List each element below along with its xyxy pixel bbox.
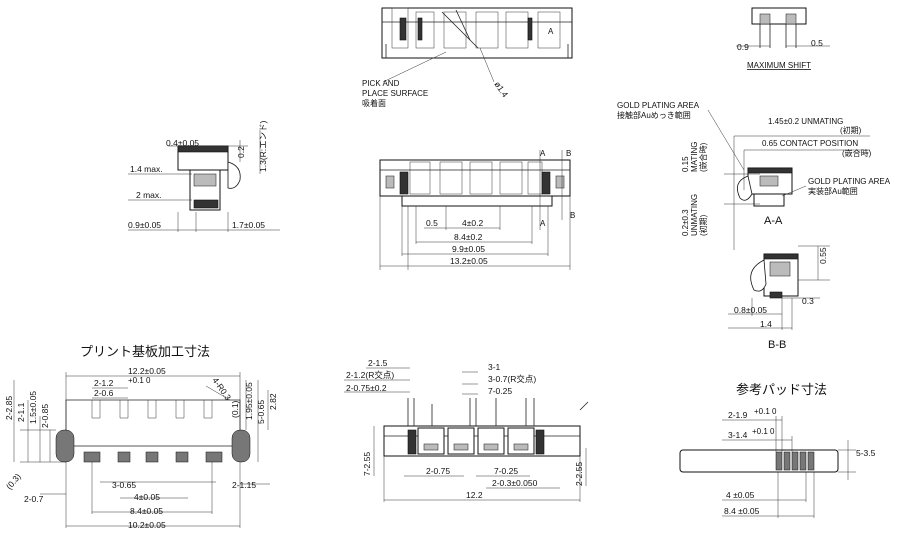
pad-d2: 3-1.4	[728, 430, 748, 440]
aa-gold-1: GOLD PLATING AREA	[617, 101, 700, 110]
front-d5: 13.2±0.05	[450, 256, 488, 266]
pad-title: 参考パッド寸法	[736, 382, 827, 397]
plug-b1: 2-0.75	[426, 466, 450, 476]
front-view: A B A B 0.5 4±0.2 8.4±0.2 9.9±0.05 13.2±…	[379, 149, 575, 270]
aa-gold-1-jp: 接触部Auめっき範囲	[617, 110, 691, 120]
bb-d14: 1.4	[760, 319, 772, 329]
front-d1: 0.5	[426, 218, 438, 228]
pick-label-2: PLACE SURFACE	[362, 89, 428, 98]
front-mark-b2: B	[570, 211, 575, 220]
front-d3: 8.4±0.2	[454, 232, 483, 242]
mark-a-top: A	[548, 27, 554, 36]
aa-unmating-jp: (初期)	[840, 125, 862, 135]
pcb-d-282: 2.82	[268, 393, 278, 410]
plug-b2: 7-0.25	[494, 466, 518, 476]
pcb-d-2-115: 2-1.15	[232, 480, 256, 490]
plug-r1: 2-2.55	[574, 462, 584, 486]
aa-left-top-jp: (嵌合時)	[698, 142, 708, 172]
plug-l1: 7-2.55	[362, 452, 372, 476]
bb-d03: 0.3	[802, 296, 814, 306]
pad-reference: 参考パッド寸法 2-1.9 +0.1 0 3-1.4 +0.1 0	[679, 382, 876, 518]
pcb-d-03: (0.3)	[4, 471, 23, 491]
pcb-left-15: 1.5±0.05	[28, 391, 38, 424]
plug-t2: 2-1.2(R交点)	[346, 370, 394, 380]
side-view: 0.4±0.05 0.2 1.3(R:エンド) 1.4 max. 2 max. …	[128, 120, 280, 232]
front-mark-a2: A	[540, 219, 546, 228]
pcb-tol-1: +0.1 0	[128, 376, 151, 385]
pcb-d-3-065: 3-0.65	[112, 480, 136, 490]
top-view: PICK AND PLACE SURFACE 吸着面 ø1.4 A	[362, 7, 573, 108]
aa-gold-2: GOLD PLATING AREA	[808, 177, 891, 186]
pcb-layout: プリント基板加工寸法	[4, 344, 278, 530]
aa-left-top: 0.15	[681, 156, 690, 172]
aa-contact: 0.65 CONTACT POSITION	[762, 139, 858, 148]
aa-left-bot: 0.2±0.3	[681, 209, 690, 236]
pcb-d-4: 4±0.05	[134, 492, 160, 502]
aa-left-bot-sub: UNMATING	[690, 194, 699, 236]
shift-caption: MAXIMUM SHIFT	[747, 61, 811, 70]
shift-left-dim: 0.9	[737, 42, 749, 52]
aa-caption: A-A	[764, 215, 783, 227]
pick-label-1: PICK AND	[362, 79, 400, 88]
pcb-d-195: 1.95±0.05	[244, 382, 254, 420]
pcb-left-2-085: 2-0.85	[40, 404, 50, 428]
pick-label-3: 吸着面	[362, 98, 386, 108]
side-bottom-right: 1.7±0.05	[232, 220, 265, 230]
pad-d5: 8.4 ±0.05	[724, 506, 760, 516]
plug-t5: 3-0.7(R交点)	[488, 374, 536, 384]
pad-d4: 4 ±0.05	[726, 490, 755, 500]
front-d4: 9.9±0.05	[452, 244, 485, 254]
pad-d1: 2-1.9	[728, 410, 748, 420]
pad-tol-2: +0.1 0	[752, 427, 775, 436]
pcb-top-total: 12.2±0.05	[128, 366, 166, 376]
side-height-max: 1.4 max.	[130, 164, 163, 174]
pad-tol-1: +0.1 0	[754, 407, 777, 416]
aa-left-top-sub: MATING	[690, 141, 699, 172]
plug-t1: 2-1.5	[368, 358, 388, 368]
plug-view: 2-1.5 2-1.2(R交点) 2-0.75±0.2 3-1 3-0.7(R交…	[344, 358, 589, 502]
pcb-d-4-r03: 4-R0.3	[210, 375, 233, 402]
plug-t4: 3-1	[488, 362, 501, 372]
pcb-d-2-12: 2-1.2	[94, 378, 114, 388]
bb-d08: 0.8±0.05	[734, 305, 767, 315]
front-mark-a1: A	[540, 149, 546, 158]
dia-label: ø1.4	[492, 79, 510, 99]
pad-d3: 5-3.5	[856, 448, 876, 458]
plug-b4: 12.2	[466, 490, 483, 500]
pcb-left-2-11: 2-1.1	[16, 402, 26, 422]
pcb-title: プリント基板加工寸法	[80, 344, 210, 359]
aa-unmating: 1.45±0.2 UNMATING	[768, 117, 843, 126]
side-two-max: 2 max.	[136, 190, 162, 200]
plug-t3: 2-0.75±0.2	[346, 383, 387, 393]
side-dim-02: 0.2	[236, 146, 246, 158]
aa-left-bot-jp: (初期)	[698, 214, 708, 236]
section-aa: GOLD PLATING AREA 接触部Auめっき範囲 1.45±0.2 UN…	[617, 101, 891, 250]
pcb-d-01: (0.1)	[230, 400, 240, 418]
front-mark-b1: B	[566, 149, 571, 158]
side-bottom-left: 0.9±0.05	[128, 220, 161, 230]
pcb-left-2-285: 2-2.85	[4, 396, 14, 420]
pcb-d-5-065: 5-0.65	[256, 400, 266, 424]
aa-gold-2-jp: 実装部Au範囲	[808, 186, 858, 196]
side-top-dim: 0.4±0.05	[166, 138, 199, 148]
section-bb: 0.55 0.3 0.8±0.05 1.4 B-B	[728, 245, 830, 351]
shift-right-dim: 0.5	[811, 38, 823, 48]
side-dim-13: 1.3(R:エンド)	[258, 120, 268, 172]
pcb-d-102: 10.2±0.05	[128, 520, 166, 530]
front-d2: 4±0.2	[462, 218, 483, 228]
pcb-d-2-07: 2-0.7	[24, 494, 44, 504]
plug-t6: 7-0.25	[488, 386, 512, 396]
bb-d055: 0.55	[818, 247, 828, 264]
plug-b3: 2-0.3±0.050	[492, 478, 538, 488]
pcb-d-84: 8.4±0.05	[130, 506, 163, 516]
bb-caption: B-B	[768, 339, 786, 351]
pcb-d-2-06: 2-0.6	[94, 388, 114, 398]
aa-contact-jp: (嵌合時)	[842, 148, 872, 158]
shift-view: 0.9 0.5 MAXIMUM SHIFT	[736, 7, 830, 70]
